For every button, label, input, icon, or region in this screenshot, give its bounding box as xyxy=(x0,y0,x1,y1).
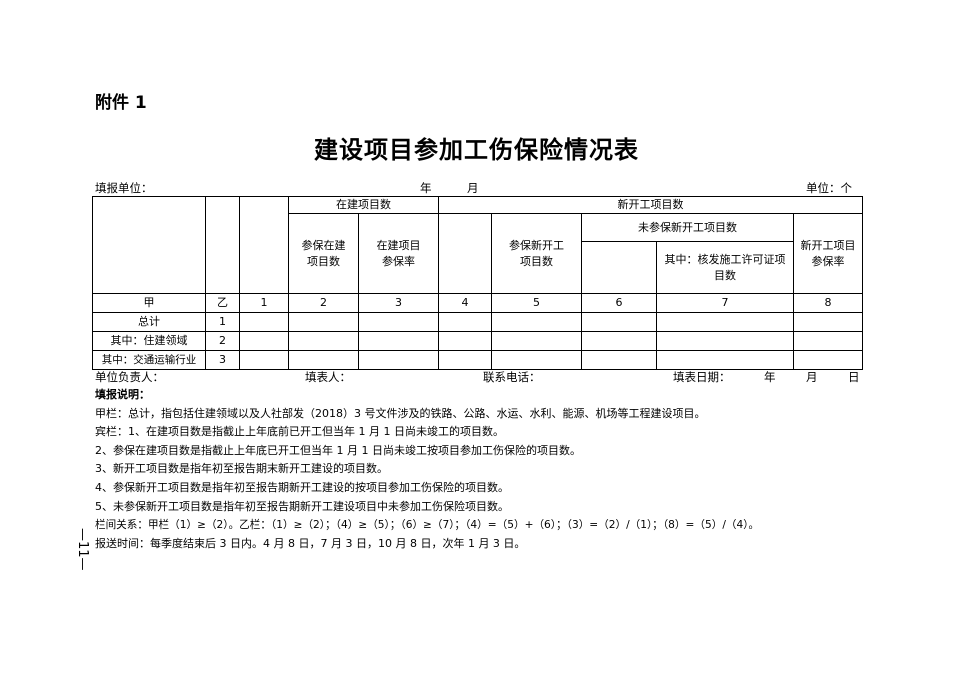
in-construction-group-header: 在建项目数 xyxy=(288,196,439,214)
table-row: 其中：交通运输行业 3 xyxy=(92,350,863,370)
fill-unit-label: 填报单位： xyxy=(95,181,153,195)
row-code: 3 xyxy=(205,350,240,370)
data-cell xyxy=(581,331,657,351)
data-cell xyxy=(491,350,582,370)
data-cell xyxy=(491,331,582,351)
index-row: 甲 乙 1 2 3 4 5 6 7 8 xyxy=(92,293,863,313)
note-line: 2、参保在建项目数是指截止上年底已开工但当年 1 月 1 日尚未竣工按项目参加工… xyxy=(95,443,581,457)
notes-section: 填报说明： 甲栏：总计，指包括住建领域以及人社部发（2018）3 号文件涉及的铁… xyxy=(95,386,759,553)
row-name: 其中：住建领域 xyxy=(92,331,206,351)
data-cell xyxy=(656,331,794,351)
row-name: 其中：交通运输行业 xyxy=(92,350,206,370)
data-cell xyxy=(581,312,657,332)
data-cell xyxy=(581,350,657,370)
index-cell: 甲 xyxy=(92,293,206,313)
data-cell xyxy=(239,312,289,332)
insured-in-construction-header: 参保在建项目数 xyxy=(288,213,359,294)
note-line: 4、参保新开工项目数是指年初至报告期新开工建设的按项目参加工伤保险的项目数。 xyxy=(95,480,509,494)
filler-label: 填表人： xyxy=(305,370,351,384)
index-cell: 8 xyxy=(793,293,863,313)
data-cell xyxy=(239,350,289,370)
uninsured-permit-header: 其中：核发施工许可证项目数 xyxy=(656,241,794,294)
index-cell: 4 xyxy=(438,293,492,313)
header-month-label: 月 xyxy=(467,181,479,195)
index-cell: 2 xyxy=(288,293,359,313)
data-cell xyxy=(656,312,794,332)
data-cell xyxy=(793,312,863,332)
footer-year-label: 年 xyxy=(764,370,776,384)
data-cell xyxy=(793,331,863,351)
footer-month-label: 月 xyxy=(806,370,818,384)
data-cell xyxy=(438,312,492,332)
note-line: 报送时间：每季度结束后 3 日内。4 月 8 日，7 月 3 日，10 月 8 … xyxy=(95,536,526,550)
index-cell: 乙 xyxy=(205,293,240,313)
data-cell xyxy=(491,312,582,332)
new-projects-group-header: 新开工项目数 xyxy=(438,196,863,214)
unit-measure-label: 单位：个 xyxy=(806,181,852,195)
footer-day-label: 日 xyxy=(848,370,860,384)
data-cell xyxy=(793,350,863,370)
responsible-label: 单位负责人： xyxy=(95,370,164,384)
page-title: 建设项目参加工伤保险情况表 xyxy=(314,135,639,164)
fill-date-label: 填表日期： xyxy=(673,370,731,384)
uninsured-new-header: 未参保新开工项目数 xyxy=(581,213,794,242)
index-cell: 7 xyxy=(656,293,794,313)
index-cell: 5 xyxy=(491,293,582,313)
data-cell xyxy=(239,331,289,351)
index-cell: 6 xyxy=(581,293,657,313)
table-row: 其中：住建领域 2 xyxy=(92,331,863,351)
data-cell xyxy=(656,350,794,370)
attachment-label: 附件 1 xyxy=(95,93,147,113)
data-cell xyxy=(438,331,492,351)
report-table: 在建项目数 新开工项目数 参保在建项目数 在建项目参保率 参保新开工项目数 未参… xyxy=(92,196,863,370)
data-cell xyxy=(288,350,359,370)
in-construction-rate-header: 在建项目参保率 xyxy=(358,213,439,294)
note-line: 甲栏：总计，指包括住建领域以及人社部发（2018）3 号文件涉及的铁路、公路、水… xyxy=(95,406,706,420)
index-cell: 1 xyxy=(239,293,289,313)
note-line: 5、未参保新开工项目数是指年初至报告期新开工建设项目中未参加工伤保险项目数。 xyxy=(95,499,509,513)
blank-cell xyxy=(438,213,492,294)
blank-cell xyxy=(205,196,240,294)
header-year-label: 年 xyxy=(420,181,432,195)
page-number: —11— xyxy=(75,528,90,571)
data-cell xyxy=(358,350,439,370)
data-cell xyxy=(288,312,359,332)
data-cell xyxy=(438,350,492,370)
data-cell xyxy=(358,312,439,332)
row-name: 总计 xyxy=(92,312,206,332)
blank-cell xyxy=(581,241,657,294)
blank-cell xyxy=(239,196,289,294)
insured-new-header: 参保新开工项目数 xyxy=(491,213,582,294)
notes-heading: 填报说明： xyxy=(95,388,150,401)
note-line: 宾栏：1、在建项目数是指截止上年底前已开工但当年 1 月 1 日尚未竣工的项目数… xyxy=(95,425,504,439)
phone-label: 联系电话： xyxy=(483,370,541,384)
new-rate-header: 新开工项目参保率 xyxy=(793,213,863,294)
note-line: 栏间关系：甲栏（1）≥（2）。乙栏：（1）≥（2）；（4）≥（5）；（6）≥（7… xyxy=(95,519,760,532)
table-row: 总计 1 xyxy=(92,312,863,332)
row-code: 2 xyxy=(205,331,240,351)
note-line: 3、新开工项目数是指年初至报告期末新开工建设的项目数。 xyxy=(95,462,388,476)
index-cell: 3 xyxy=(358,293,439,313)
row-code: 1 xyxy=(205,312,240,332)
data-cell xyxy=(288,331,359,351)
blank-cell xyxy=(92,196,206,294)
data-cell xyxy=(358,331,439,351)
